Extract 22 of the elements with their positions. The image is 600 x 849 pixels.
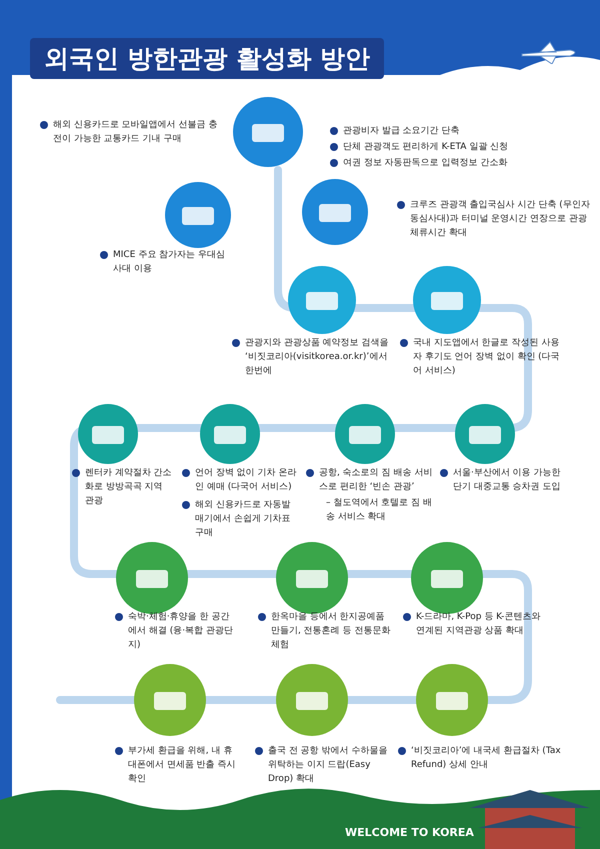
bullet-text: ‘비짓코리아’에 내국세 환급절차 (Tax Refund) 상세 안내 [398, 744, 578, 772]
bullet-text: 국내 지도앱에서 한글로 작성된 사용자 후기도 언어 장벽 없이 확인 (다국어 서비스) [400, 336, 565, 378]
bullet-text: 관광비자 발급 소요기간 단축 [330, 124, 570, 138]
bullet-text: 단체 관광객도 편리하게 K-ETA 일괄 신청 [330, 140, 570, 154]
note-text: – 철도역에서 호텔로 짐 배송 서비스 확대 [325, 497, 433, 524]
bullet-text: 부가세 환급을 위해, 내 휴대폰에서 면세품 반출 즉시 확인 [115, 744, 240, 786]
bullet-text: 숙박·체험·휴양을 한 공간에서 해결 (융·복합 관광단지) [115, 610, 235, 652]
bullet-text: 공항, 숙소로의 짐 배송 서비스로 편리한 ‘빈손 관광’ [306, 466, 436, 494]
bullet-text: 서울·부산에서 이용 가능한 단기 대중교통 승차권 도입 [440, 466, 570, 494]
bullet-text: 한옥마을 등에서 한지공예품 만들기, 전통혼례 등 전통문화 체험 [258, 610, 396, 652]
bullet-text: K-드라마, K-Pop 등 K-콘텐츠와 연계된 지역관광 상품 확대 [403, 610, 548, 638]
bullet-text: 해외 신용카드로 모바일앱에서 선불금 충전이 가능한 교통카드 기내 구매 [40, 118, 225, 146]
bullet-text: 언어 장벽 없이 기차 온라인 예매 (다국어 서비스) [182, 466, 300, 494]
bullet-text: MICE 주요 참가자는 우대심사대 이용 [100, 248, 225, 276]
bullet-text: 렌터카 계약절차 간소화로 방방곡곡 지역 관광 [72, 466, 172, 508]
bullet-text: 해외 신용카드로 자동발매기에서 손쉽게 기차표 구매 [182, 498, 292, 540]
bullet-text: 크루즈 관광객 출입국심사 시간 단축 (무인자동심사대)과 터미널 운영시간 연장으로 관광 체류시간 확대 [397, 198, 592, 240]
bullet-text: 여권 정보 자동판독으로 입력정보 간소화 [330, 156, 570, 170]
title: 외국인 방한관광 활성화 방안 [30, 38, 384, 79]
footer-text: WELCOME TO KOREA [345, 826, 475, 840]
bullet-text: 관광지와 관광상품 예약정보 검색을 ‘비짓코리아(visitkorea.or.kr)’에서 한번에 [232, 336, 392, 378]
bullet-text: 출국 전 공항 밖에서 수하물을 위탁하는 이지 드랍(Easy Drop) 확대 [255, 744, 390, 786]
